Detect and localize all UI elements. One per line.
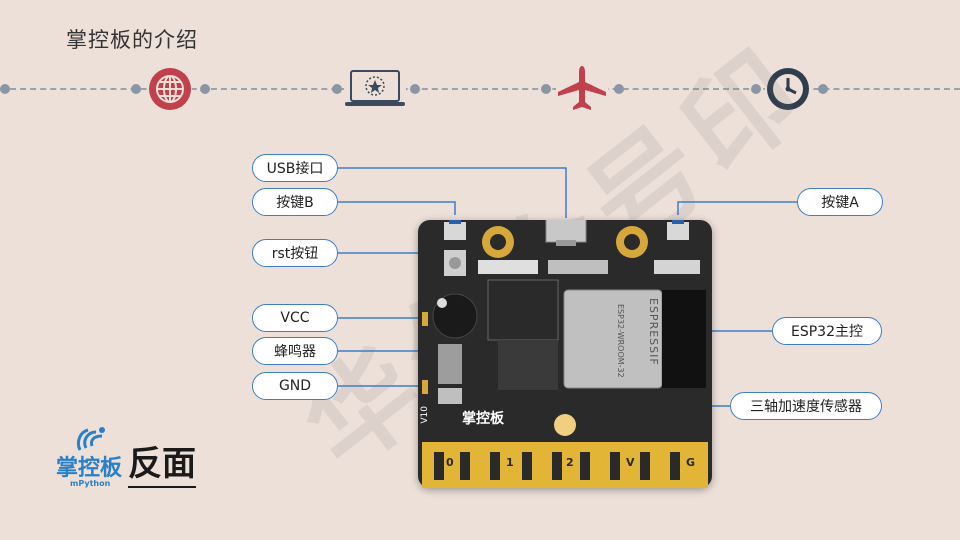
timeline-dot — [614, 84, 624, 94]
callout-gnd: GND — [252, 372, 338, 400]
logo-icon — [74, 424, 108, 456]
module-model: ESP32-WROOM-32 — [616, 304, 625, 378]
callout-rst: rst按钮 — [252, 239, 338, 267]
page-title: 掌控板的介绍 — [66, 28, 198, 52]
mpython-board: ESPRESSIF ESP32-WROOM-32 掌控板 V10 0 1 2 V… — [418, 220, 712, 488]
laptop-icon — [344, 68, 406, 110]
logo-subtitle: mPython — [70, 479, 111, 488]
pin-label-1: 1 — [506, 456, 514, 469]
timeline-dot — [131, 84, 141, 94]
callout-usb: USB接口 — [252, 154, 338, 182]
pin-label-g: G — [686, 456, 696, 469]
pin-label-0: 0 — [446, 456, 454, 469]
timeline-dot — [541, 84, 551, 94]
board-version: V10 — [420, 406, 430, 424]
timeline-dot — [332, 84, 342, 94]
board-label: 掌控板 — [462, 411, 504, 427]
callout-buzzer: 蜂鸣器 — [252, 337, 338, 365]
callout-button-b: 按键B — [252, 188, 338, 216]
clock-icon — [765, 66, 811, 112]
airplane-icon — [556, 64, 608, 112]
timeline-line — [0, 88, 960, 92]
callout-vcc: VCC — [252, 304, 338, 332]
timeline-dot — [200, 84, 210, 94]
callout-accelerometer: 三轴加速度传感器 — [730, 392, 882, 420]
callout-button-a: 按键A — [797, 188, 883, 216]
pin-label-v: V — [626, 456, 635, 469]
logo-name: 掌控板 — [56, 456, 123, 481]
pin-label-2: 2 — [566, 456, 574, 469]
callout-esp32: ESP32主控 — [772, 317, 882, 345]
timeline-dot — [0, 84, 10, 94]
timeline-dot — [410, 84, 420, 94]
globe-icon — [148, 67, 192, 111]
timeline-dot — [751, 84, 761, 94]
module-brand: ESPRESSIF — [647, 298, 660, 366]
timeline-dot — [818, 84, 828, 94]
side-label: 反面 — [128, 444, 196, 488]
